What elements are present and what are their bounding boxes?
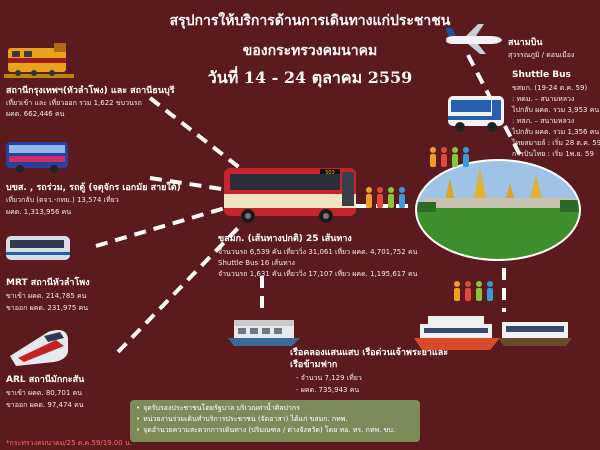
coach-bus-icon [6,142,68,173]
title-line2: ของกระทรวงคมนาคม [242,43,378,59]
notes-box: •จุดรับรองประชาชนโดยรัฐบาล บริเวณท่าน้ำศ… [130,400,420,442]
footer-source: *กระทรวงคมนาคม/25 ต.ค.59/19.00 น. [6,439,132,447]
shuttle-bus-icon [448,96,504,132]
bmta-label: ขสมก. (เส้นทางปกติ) 25 เส้นทาง [218,234,352,244]
airport-label: สนามบิน [508,38,543,48]
grand-palace-image [415,159,581,261]
mrt-label: MRT สถานีหัวลำโพง [6,278,90,288]
bmta-shuttle-stats: จำนวนรถ 1,631 คัน เที่ยววิ่ง 17,107 เที่… [218,270,418,278]
bullet-icon: • [136,415,141,424]
airport-rail-link-icon [10,330,68,366]
bmta-regular-stats: จำนวนรถ 6,539 คัน เที่ยววิ่ง 31,061 เที่… [218,248,418,256]
arl-outbound: ขาออก ผคด. 97,474 คน [6,401,84,409]
line-bus-to-hub [149,176,229,192]
shuttle-line-6: ไทยสมายล์ : เริ่ม 28 ต.ค. 59 [512,139,600,147]
bmta-shuttle-routes: Shuttle Bus 16 เส้นทาง [218,259,295,267]
people-icon-ferry [454,281,493,301]
boat-label-2: เรือข้ามฟาก [290,360,338,370]
shuttle-line-2: : ทดม. – สนามหลวง [512,95,575,103]
train-icon [4,43,74,78]
boat-trips: - จำนวน 7,129 เที่ยว [296,374,362,382]
train-label: สถานีกรุงเทพฯ(หัวลำโพง) และ สถานีธนบุรี [6,86,175,96]
train-passengers: ผคด. 662,446 คน [6,110,65,118]
note-item: •จุดรับรองประชาชนโดยรัฐบาล บริเวณท่าน้ำศ… [136,403,414,414]
title-line1: สรุปการให้บริการด้านการเดินทางแก่ประชาชน [169,13,451,29]
airplane-icon [446,24,502,54]
shuttle-line-1: ขสมก. (19-24 ต.ค. 59) [512,84,588,92]
shuttle-label: Shuttle Bus [512,70,571,80]
line-train-to-hub [148,96,242,170]
shuttle-line-7: การบินไทย : เริ่ม 1พ.ย. 59 [512,150,594,158]
shuttle-line-4: : ทสภ. – สนามหลวง [512,117,575,125]
people-icon-airport [430,147,469,167]
boat-label: เรือคลองแสนแสบ เรือด่วนเจ้าพระยาและ [290,348,449,358]
arl-label: ARL สถานีมักกะสัน [6,375,85,385]
mrt-outbound: ขาออก ผคด. 231,975 คน [6,304,89,312]
boat-passengers: - ผคด. 735,943 คน [296,386,360,394]
canal-boat-icon [228,320,300,346]
ferry-boat-icon [498,322,572,346]
bullet-icon: • [136,426,141,435]
note-item: •จุดอำนวยความสะดวกการเดินทาง (ปริมณฑล / … [136,425,414,436]
bus-route-number: 503 [325,170,335,176]
bullet-icon: • [136,404,141,412]
express-boat-icon [414,316,500,350]
city-bus-icon: 503 [224,168,356,223]
train-trips: เที่ยวเข้า และ เที่ยวออก รวม 1,622 ขบวนร… [6,99,142,107]
note-text: จุดรับรองประชาชนโดยรัฐบาล บริเวณท่าน้ำศิ… [143,404,300,412]
people-icon [366,187,405,208]
note-text: หน่วยงานร่วมเดินทำบริการประชาชน (จัดอาสา… [143,415,348,424]
line-mrt-to-hub [95,206,226,248]
arl-inbound: ขาเข้า ผคด. 80,701 คน [6,389,83,397]
bus-trips: เที่ยวกลับ (ตจว.-กทม.) 13,574 เที่ยว [6,196,119,204]
line-arl-to-hub [116,224,242,354]
note-text: จุดอำนวยความสะดวกการเดินทาง (ปริมณฑล / ต… [143,426,395,435]
shuttle-line-3: ไปกลับ ผคด. รวม 3,953 คน [512,106,600,114]
bus-passengers: ผคด. 1,313,956 คน [6,208,72,216]
note-item: •หน่วยงานร่วมเดินทำบริการประชาชน (จัดอาส… [136,414,414,425]
shuttle-line-5: ไปกลับ ผคด. รวม 1,356 คน [512,128,600,136]
mrt-train-icon [6,236,70,260]
bus-label: บขส. , รถร่วม, รถตู้ (จตุจักร เอกมัย สาย… [6,183,181,193]
mrt-inbound: ขาเข้า ผคด. 214,785 คน [6,292,87,300]
airport-names: สุวรรณภูมิ / ดอนเมือง [508,51,575,59]
title-line3: วันที่ 14 - 24 ตุลาคม 2559 [207,68,413,87]
